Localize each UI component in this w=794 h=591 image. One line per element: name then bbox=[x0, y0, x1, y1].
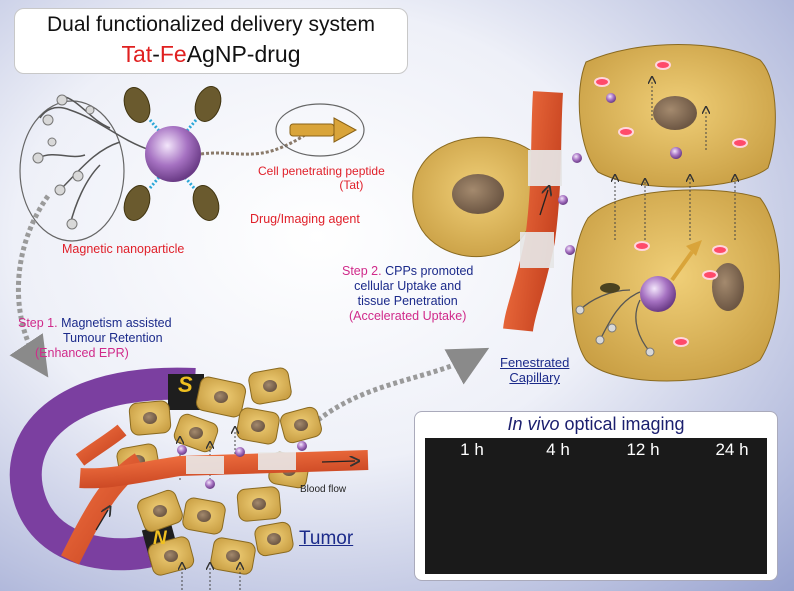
cpp-label: Cell penetrating peptide (Tat) bbox=[258, 164, 385, 192]
time-label-4: 24 h bbox=[715, 440, 749, 459]
step2-text: Step 2. CPPs promoted cellular Uptake an… bbox=[342, 264, 473, 324]
time-label-2: 4 h bbox=[546, 440, 570, 459]
formula-tat: Tat bbox=[121, 41, 153, 67]
formula-fe: Fe bbox=[159, 41, 187, 67]
fenestrated-label-line2: Capillary bbox=[509, 370, 560, 385]
imaging-title-rest: optical imaging bbox=[564, 414, 685, 434]
tumor-label: Tumor bbox=[299, 528, 354, 549]
cpp-label-line2: (Tat) bbox=[339, 178, 364, 192]
imaging-title-italic: In vivo bbox=[507, 414, 560, 434]
fenestrated-label: Fenestrated Capillary bbox=[500, 355, 569, 385]
step2-line2: cellular Uptake and bbox=[354, 279, 462, 293]
tumor-nanoparticles bbox=[177, 441, 307, 489]
uptake-arrows bbox=[615, 80, 735, 240]
imaging-strip: 1 h 4 h 12 h 24 h bbox=[425, 438, 767, 574]
magnet-s-label: S bbox=[178, 372, 193, 397]
nanoparticle-construct bbox=[19, 86, 365, 242]
blood-flow-label: Blood flow bbox=[300, 484, 347, 495]
capillary bbox=[503, 91, 563, 332]
formula-rest: AgNP-drug bbox=[186, 41, 301, 67]
step2-line1: CPPs promoted bbox=[385, 264, 474, 278]
cpp-label-line1: Cell penetrating peptide bbox=[258, 164, 385, 178]
imaging-title: In vivo optical imaging bbox=[415, 414, 777, 435]
tumor-cells bbox=[116, 367, 322, 590]
magnet-n-label: N bbox=[153, 528, 167, 549]
step2-prefix: Step 2. bbox=[342, 264, 382, 278]
magnetic-label: Magnetic nanoparticle bbox=[62, 242, 185, 256]
step1-line3: (Enhanced EPR) bbox=[35, 346, 129, 360]
formula-title: Tat-FeAgNP-drug bbox=[15, 41, 407, 68]
step2-line4: (Accelerated Uptake) bbox=[348, 309, 467, 323]
imaging-panel: In vivo optical imaging 1 h 4 h 12 h 24 … bbox=[414, 411, 778, 581]
tumor-blood-vessel bbox=[61, 424, 369, 565]
step1-prefix: Step 1. bbox=[18, 316, 58, 330]
time-label-1: 1 h bbox=[460, 440, 484, 459]
large-cells bbox=[412, 44, 780, 382]
drug-label: Drug/Imaging agent bbox=[250, 212, 360, 226]
step1-line2: Tumour Retention bbox=[63, 331, 163, 345]
flow-arrow-step2 bbox=[316, 347, 490, 422]
step2-line3: tissue Penetration bbox=[357, 294, 458, 308]
time-label-3: 12 h bbox=[626, 440, 660, 459]
step1-line1: Magnetism assisted bbox=[61, 316, 172, 330]
fenestrated-label-line1: Fenestrated bbox=[500, 355, 570, 370]
title-box: Dual functionalized delivery system Tat-… bbox=[14, 8, 408, 74]
drug-spots bbox=[594, 60, 748, 347]
step1-text: Step 1. Magnetism assisted Tumour Retent… bbox=[18, 316, 172, 361]
formula-dash: - bbox=[152, 41, 160, 67]
flow-arrow-step1 bbox=[9, 194, 51, 378]
intracellular-nanoparticle bbox=[558, 93, 702, 357]
page-title: Dual functionalized delivery system bbox=[47, 13, 375, 36]
